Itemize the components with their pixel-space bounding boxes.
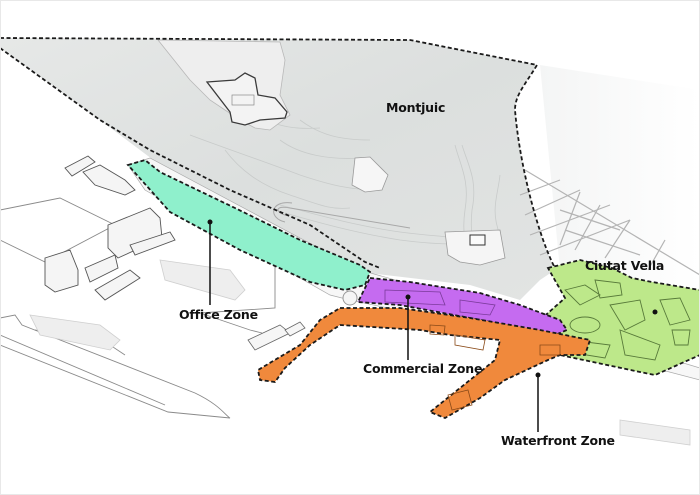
- waterfront-buildings: [429, 324, 561, 411]
- rock-formation: [351, 156, 389, 193]
- office-zone-label: Office Zone: [179, 307, 258, 322]
- ciutat-vella-buildings: [564, 279, 691, 361]
- office-zone: [126, 159, 372, 291]
- montjuic-label: Montjuic: [386, 100, 446, 115]
- small-buildings: [247, 321, 306, 351]
- montjuic-castle: [157, 39, 291, 131]
- ciutat-vella-label: Ciutat Vella: [585, 258, 665, 273]
- roundabout: [342, 290, 358, 306]
- commercial-zone: [356, 277, 569, 336]
- port-buildings: [44, 155, 176, 301]
- ciutat-vella-marker: [652, 309, 658, 315]
- montjuic-boundary-west: [0, 47, 381, 269]
- commercial-zone-leader: [405, 294, 411, 360]
- commercial-buildings: [384, 289, 496, 316]
- ships: [29, 259, 691, 446]
- waterfront-zone-label: Waterfront Zone: [501, 433, 615, 448]
- hill-building: [444, 229, 506, 266]
- montjuic-area: [0, 38, 555, 300]
- commercial-zone-label: Commercial Zone: [363, 361, 483, 376]
- waterfront-zone-leader: [535, 372, 541, 432]
- office-zone-leader: [207, 219, 213, 305]
- waterfront-zone: [256, 307, 592, 419]
